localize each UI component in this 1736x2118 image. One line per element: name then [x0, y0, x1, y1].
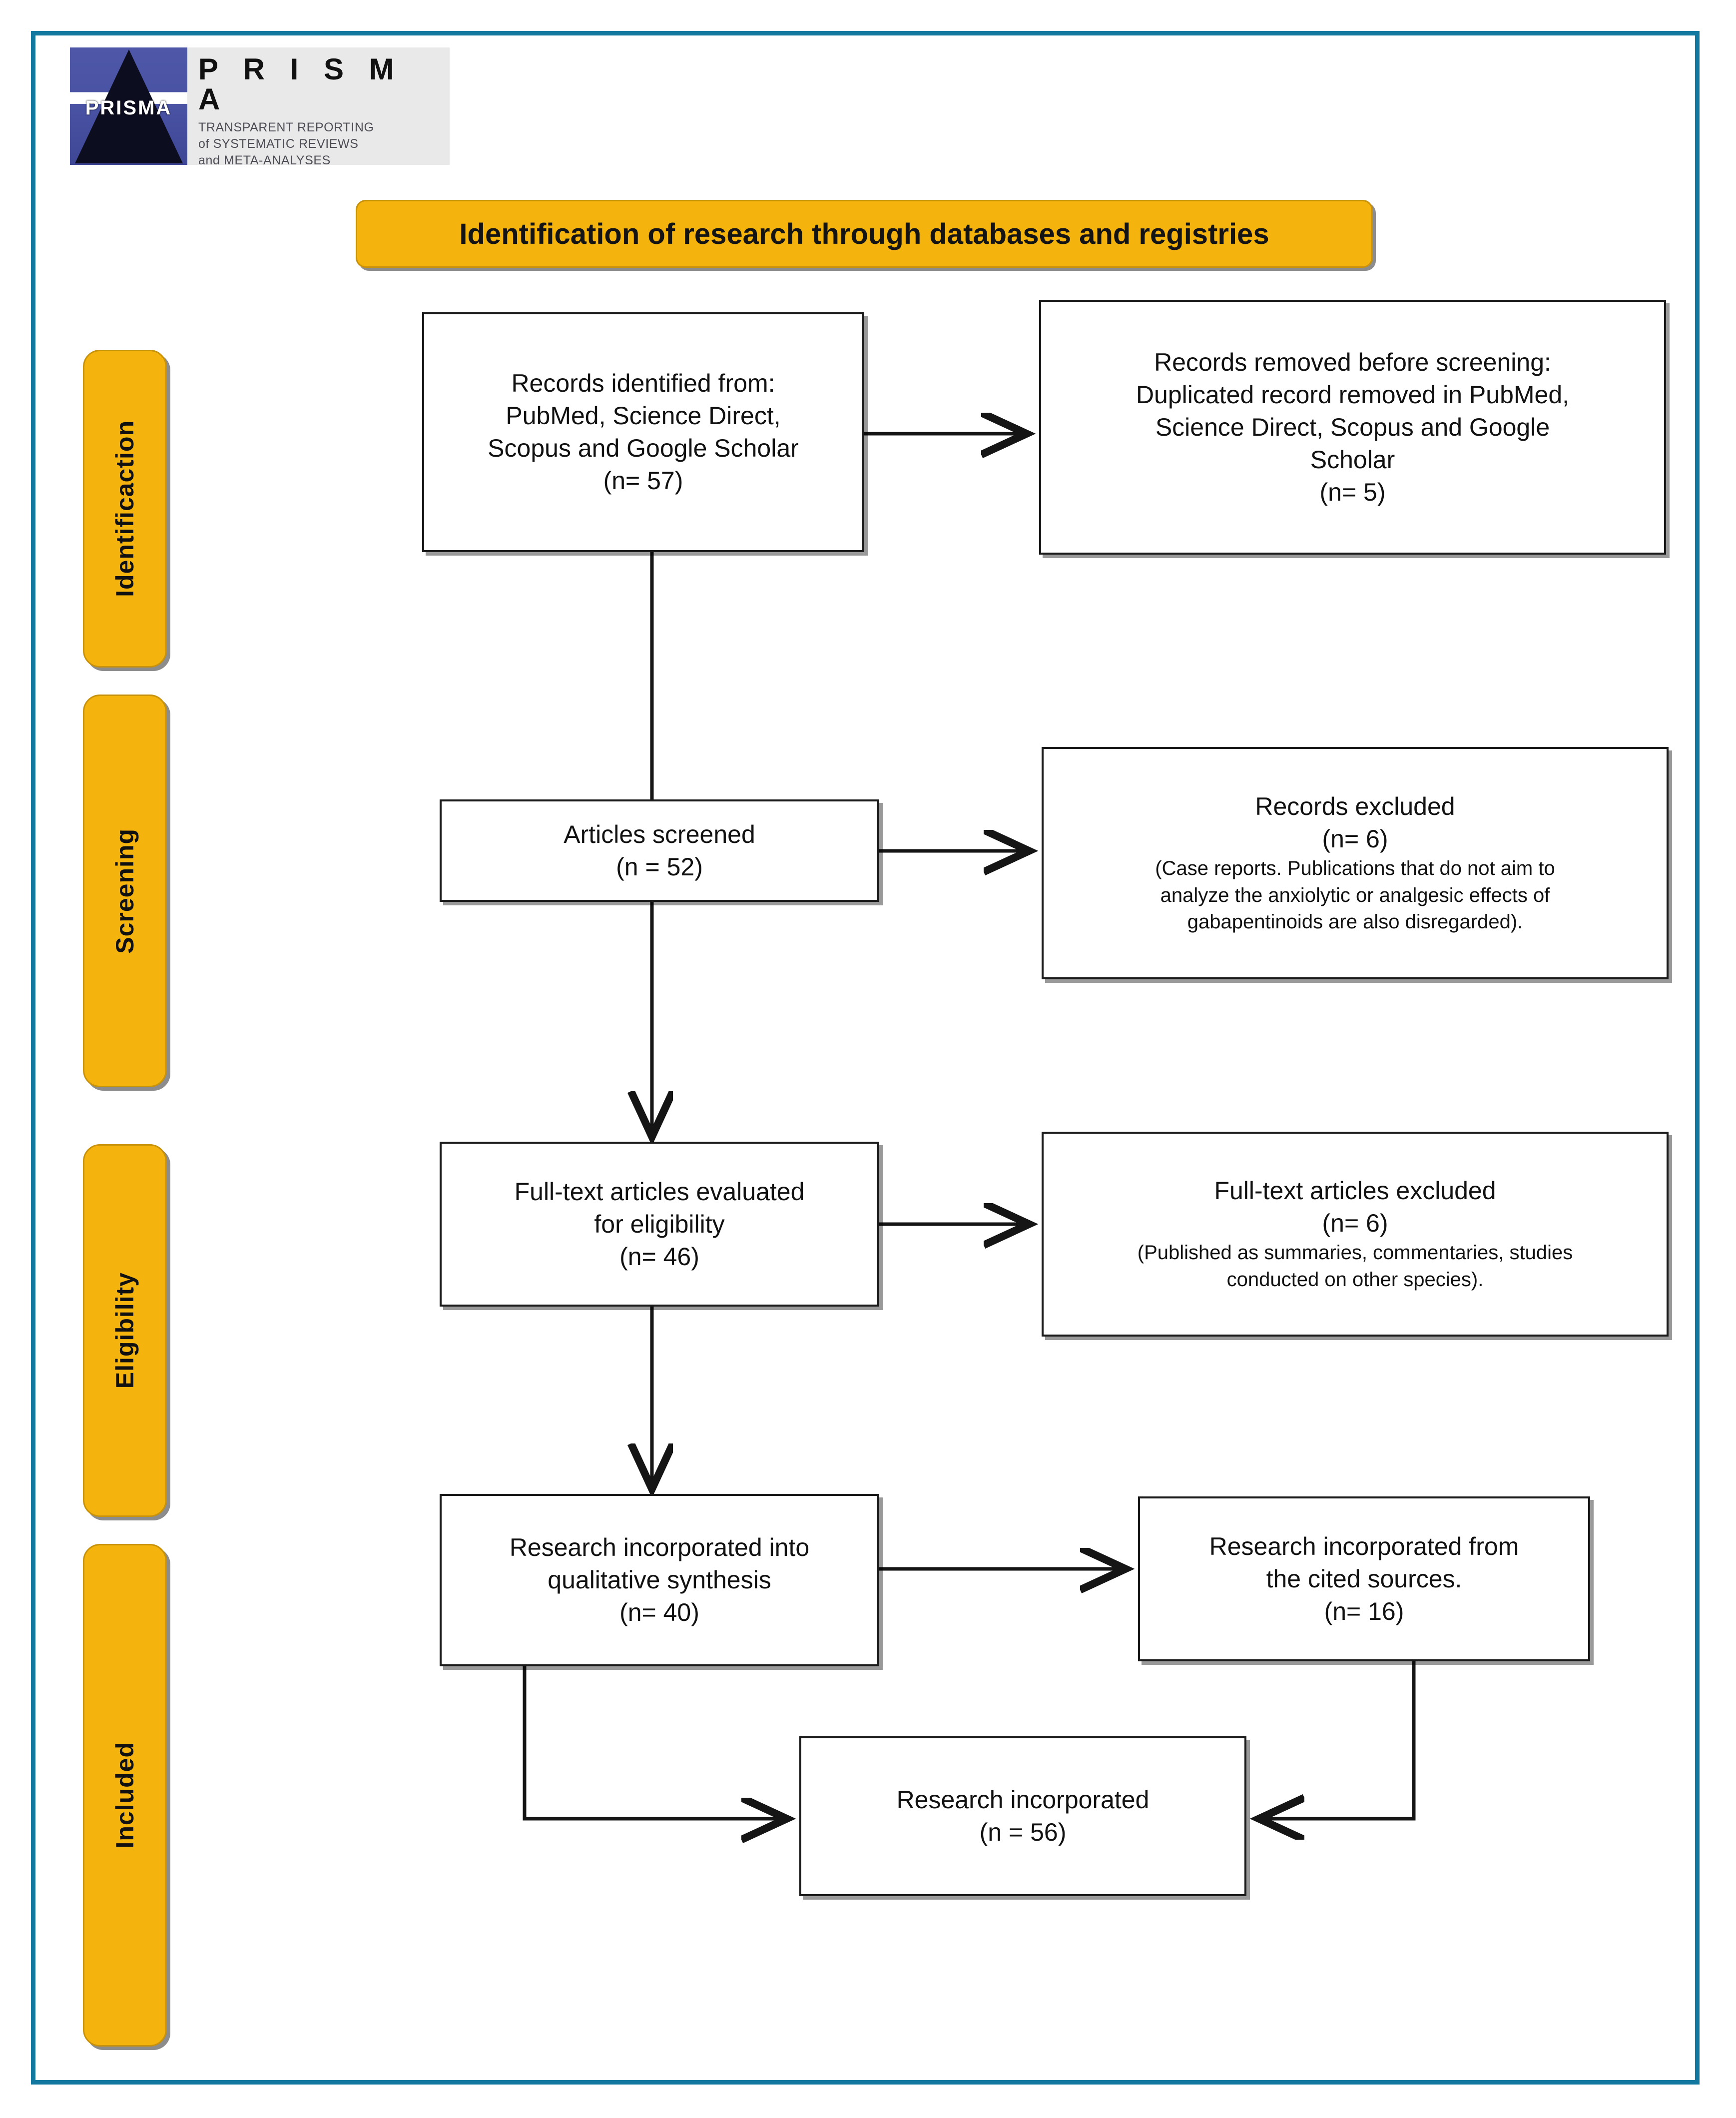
box-count: (n= 5) [1319, 478, 1386, 506]
box-fulltext-evaluated: Full-text articles evaluated for eligibi… [440, 1142, 879, 1307]
stage-label-screening-text: Screening [111, 828, 139, 954]
stage-label-screening: Screening [83, 695, 167, 1087]
box-count: (n = 56) [979, 1818, 1067, 1846]
box-line: Research incorporated from [1209, 1532, 1519, 1560]
prisma-prism-icon: PRISMA [70, 47, 187, 165]
prisma-logo-title: P R I S M A [198, 52, 403, 116]
box-line: PubMed, Science Direct, [506, 402, 781, 430]
box-line: Scholar [1310, 445, 1395, 474]
diagram-title: Identification of research through datab… [459, 217, 1269, 250]
box-count: (n= 16) [1324, 1597, 1404, 1625]
prisma-logo-subtitle-2: of SYSTEMATIC REVIEWS [198, 137, 359, 151]
box-count: (n= 57) [603, 467, 683, 495]
box-note-line: analyze the anxiolytic or analgesic effe… [1160, 884, 1550, 906]
box-line: Research incorporated [896, 1786, 1150, 1814]
stage-label-identification-text: Identificaction [111, 420, 139, 597]
stage-label-identification: Identificaction [83, 350, 167, 668]
stage-label-eligibility: Eligibility [83, 1144, 167, 1517]
box-count: (n= 46) [619, 1242, 699, 1271]
box-count: (n = 52) [616, 852, 703, 881]
box-records-excluded: Records excluded (n= 6) (Case reports. P… [1042, 747, 1669, 979]
box-line: Scopus and Google Scholar [488, 434, 799, 462]
box-records-removed-before-screening: Records removed before screening: Duplic… [1039, 300, 1666, 555]
box-line: Records excluded [1255, 792, 1455, 821]
prisma-logo: PRISMA P R I S M A TRANSPARENT REPORTING… [70, 47, 450, 168]
box-line: Articles screened [564, 820, 755, 848]
prisma-logo-text: P R I S M A TRANSPARENT REPORTING of SYS… [187, 47, 450, 168]
box-line: Research incorporated into [509, 1533, 810, 1561]
box-line: Duplicated record removed in PubMed, [1136, 380, 1570, 409]
box-note-line: (Published as summaries, commentaries, s… [1137, 1242, 1573, 1264]
box-count: (n= 6) [1322, 825, 1388, 853]
box-line: Full-text articles evaluated [514, 1177, 805, 1206]
box-count: (n= 6) [1322, 1209, 1388, 1238]
box-note-line: conducted on other species). [1226, 1269, 1484, 1291]
box-line: Records identified from: [511, 369, 775, 397]
box-qualitative-synthesis: Research incorporated into qualitative s… [440, 1494, 879, 1666]
box-note-line: gabapentinoids are also disregarded). [1187, 911, 1523, 933]
box-records-identified: Records identified from: PubMed, Science… [422, 312, 864, 552]
stage-label-included: Included [83, 1544, 167, 2047]
box-research-incorporated-total: Research incorporated (n = 56) [799, 1736, 1246, 1896]
triangle-shape [74, 49, 183, 163]
prisma-logo-subtitle-3: and META-ANALYSES [198, 153, 331, 167]
prisma-logo-subtitle-1: TRANSPARENT REPORTING [198, 120, 374, 134]
box-research-from-cited-sources: Research incorporated from the cited sou… [1138, 1496, 1590, 1661]
diagram-title-banner: Identification of research through datab… [356, 200, 1373, 268]
prisma-logo-wordmark: PRISMA [85, 96, 172, 119]
box-line: for eligibility [594, 1210, 725, 1238]
box-fulltext-excluded: Full-text articles excluded (n= 6) (Publ… [1042, 1132, 1669, 1337]
stage-label-eligibility-text: Eligibility [111, 1272, 139, 1389]
box-count: (n= 40) [619, 1598, 699, 1626]
prisma-logo-subtitle: TRANSPARENT REPORTING of SYSTEMATIC REVI… [198, 119, 445, 169]
box-line: Science Direct, Scopus and Google [1155, 413, 1550, 441]
box-line: Records removed before screening: [1154, 348, 1551, 376]
box-line: the cited sources. [1266, 1564, 1462, 1593]
box-note-line: (Case reports. Publications that do not … [1155, 857, 1555, 880]
box-line: qualitative synthesis [548, 1566, 771, 1594]
box-articles-screened: Articles screened (n = 52) [440, 799, 879, 902]
stage-label-included-text: Included [111, 1742, 139, 1849]
box-line: Full-text articles excluded [1214, 1177, 1496, 1205]
